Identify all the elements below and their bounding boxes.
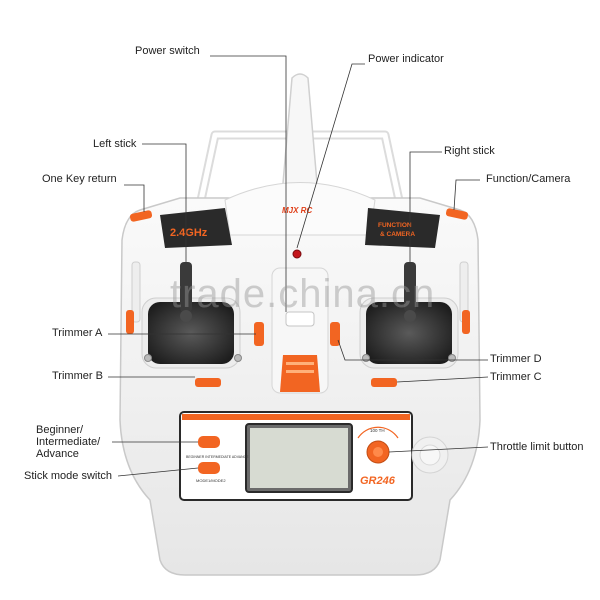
mode-button-caption: BEGINNER INTERMEDIATE ADVANCE xyxy=(186,455,249,459)
label-trimmer-a: Trimmer A xyxy=(52,327,103,339)
brand-logo: MJX RC xyxy=(282,206,312,215)
label-power-switch: Power switch xyxy=(135,45,200,57)
throttle-lock-button[interactable] xyxy=(280,355,320,392)
label-trimmer-b: Trimmer B xyxy=(52,370,103,382)
trimmer-a[interactable] xyxy=(254,322,264,346)
function-decal xyxy=(365,208,440,248)
stick-mode-switch[interactable] xyxy=(198,462,220,474)
one-key-return-button[interactable] xyxy=(129,210,153,222)
stick-mode-caption: MODE1/MODE2 xyxy=(196,478,226,483)
model-label: GR246 xyxy=(360,475,396,487)
label-mode-level: Beginner/ Intermediate/ Advance xyxy=(36,424,101,460)
trimmer-c[interactable] xyxy=(371,378,397,387)
power-switch[interactable] xyxy=(285,311,315,327)
label-left-stick: Left stick xyxy=(93,138,137,150)
antenna xyxy=(281,73,319,196)
watermark: trade.china.cn xyxy=(170,272,436,316)
throttle-caption: 100 TH xyxy=(370,428,385,433)
right-side-trim[interactable] xyxy=(462,310,470,334)
function-label-1: FUNCTION xyxy=(378,222,412,229)
left-stick[interactable] xyxy=(180,262,192,312)
label-trimmer-c: Trimmer C xyxy=(490,371,542,383)
label-one-key-return: One Key return xyxy=(42,173,117,185)
power-indicator-led xyxy=(292,249,302,259)
left-side-trim[interactable] xyxy=(126,310,134,334)
left-post xyxy=(131,261,141,323)
function-camera-button[interactable] xyxy=(445,208,469,220)
label-stick-mode-switch: Stick mode switch xyxy=(24,470,113,482)
band-decal xyxy=(160,208,232,248)
label-throttle-limit-button: Throttle limit button xyxy=(490,441,584,453)
leader-lines xyxy=(108,55,489,477)
trimmer-d[interactable] xyxy=(330,322,340,346)
function-label-2: & CAMERA xyxy=(380,231,415,238)
right-stick[interactable] xyxy=(404,262,416,312)
label-power-indicator: Power indicator xyxy=(368,53,444,65)
mode-level-button[interactable] xyxy=(198,436,220,448)
label-function-camera: Function/Camera xyxy=(486,173,571,185)
label-right-stick: Right stick xyxy=(444,145,495,157)
label-trimmer-d: Trimmer D xyxy=(490,353,542,365)
band-label: 2.4GHz xyxy=(170,227,208,239)
trimmer-b[interactable] xyxy=(195,378,221,387)
